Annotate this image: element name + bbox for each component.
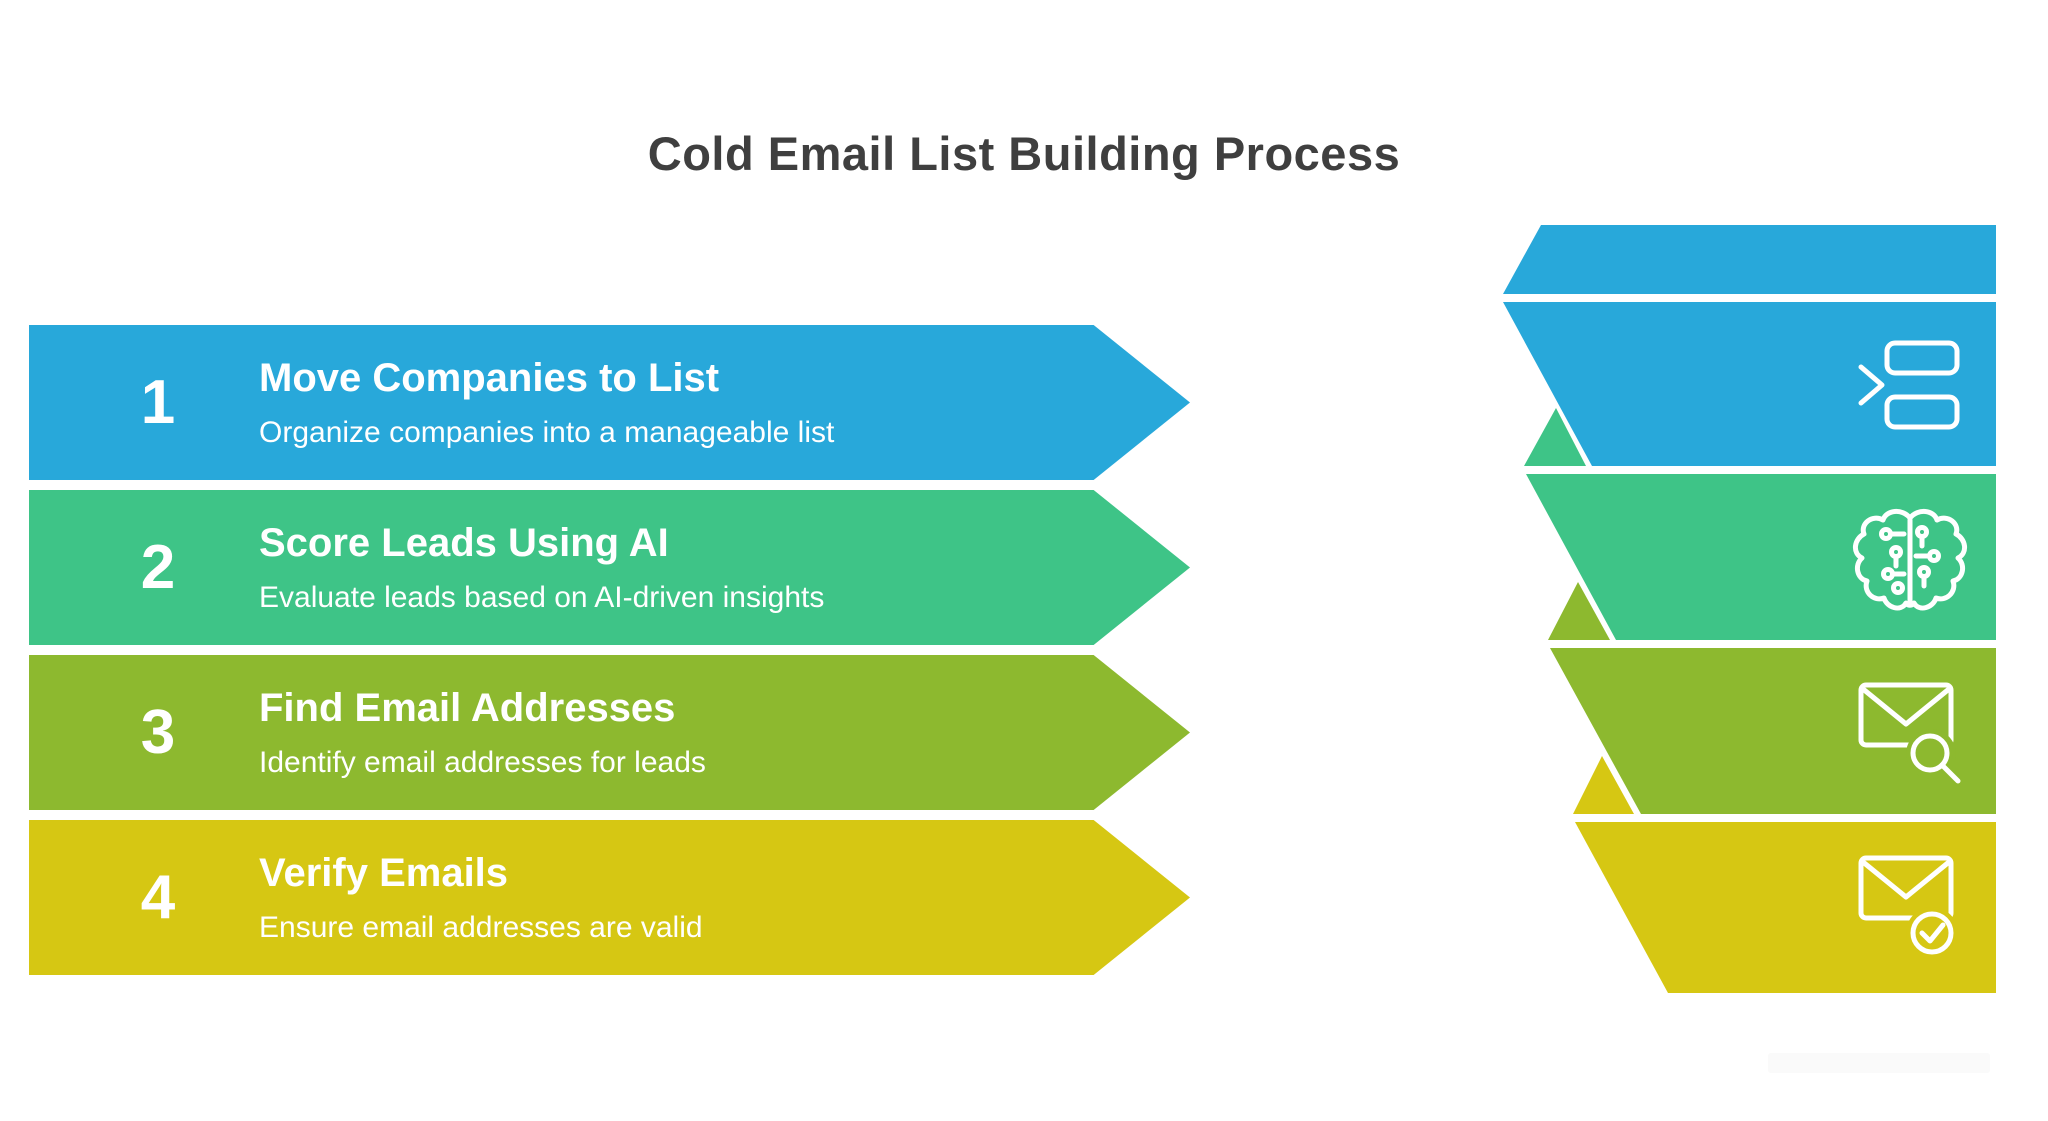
- step-number: 4: [140, 863, 176, 932]
- ai-brain-icon: [1853, 509, 1967, 611]
- funnel-band-4: [1575, 822, 1996, 993]
- step-title: Verify Emails: [259, 850, 509, 895]
- step-title: Find Email Addresses: [259, 685, 676, 730]
- step-arrow-2: 2 Score Leads Using AI Evaluate leads ba…: [29, 490, 1190, 645]
- step-texts: Verify Emails Ensure email addresses are…: [259, 820, 1059, 975]
- funnel-fold-triangle-3: [1548, 582, 1610, 640]
- step-number: 2: [140, 533, 176, 602]
- step-texts: Move Companies to List Organize companie…: [259, 325, 1059, 480]
- step-subtitle: Organize companies into a manageable lis…: [259, 415, 835, 449]
- step-subtitle: Ensure email addresses are valid: [259, 910, 703, 944]
- step-number: 3: [140, 698, 176, 767]
- step-texts: Find Email Addresses Identify email addr…: [259, 655, 1059, 810]
- funnel-fold-triangle-2: [1524, 408, 1586, 466]
- page-title: Cold Email List Building Process: [647, 127, 1401, 180]
- watermark: [1768, 1053, 1990, 1073]
- email-search-icon: [1858, 682, 1961, 784]
- step-subtitle: Evaluate leads based on AI-driven insigh…: [259, 580, 825, 614]
- move-to-list-icon: [1858, 340, 1960, 430]
- step-title: Move Companies to List: [259, 355, 720, 400]
- process-funnel: [1503, 225, 1996, 993]
- funnel-band-3: [1550, 648, 1996, 814]
- step-texts: Score Leads Using AI Evaluate leads base…: [259, 490, 1059, 645]
- step-arrow-1: 1 Move Companies to List Organize compan…: [29, 325, 1190, 480]
- step-subtitle: Identify email addresses for leads: [259, 745, 706, 779]
- funnel-band-1: [1503, 302, 1996, 466]
- funnel-cap: [1503, 225, 1996, 294]
- step-title: Score Leads Using AI: [259, 520, 669, 565]
- step-number: 1: [140, 368, 176, 437]
- step-arrow-3: 3 Find Email Addresses Identify email ad…: [29, 655, 1190, 810]
- email-verified-icon: [1858, 855, 1958, 959]
- step-arrow-4: 4 Verify Emails Ensure email addresses a…: [29, 820, 1190, 975]
- funnel-fold-triangle-4: [1573, 756, 1634, 814]
